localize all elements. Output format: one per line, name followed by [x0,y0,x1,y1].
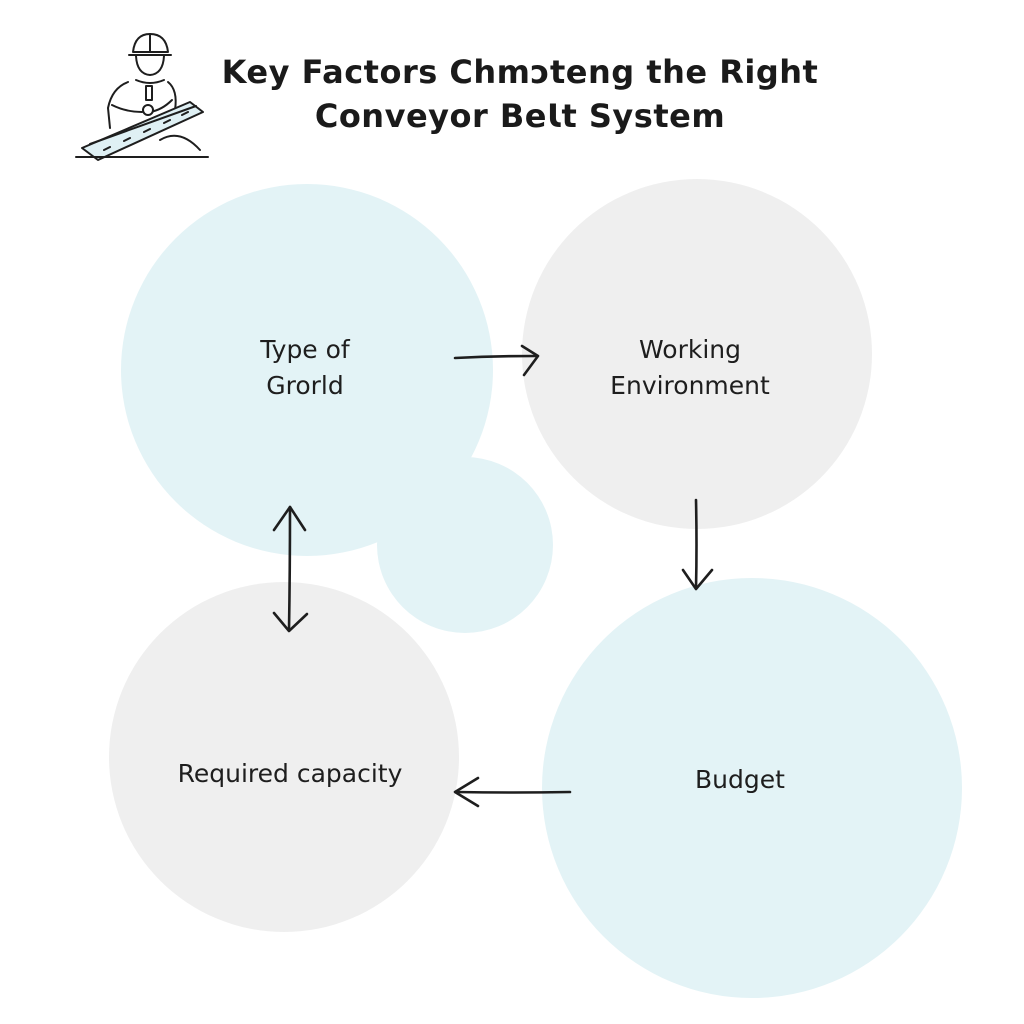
node-budget-label: Budget [695,765,785,794]
arrow-type-to-working [453,344,540,377]
node-required-capacity-label: Required capacity [177,759,403,788]
node-working-environment-circle [522,179,872,529]
title-line-2: Conveyor BeƖt System [314,97,726,135]
arrow-budget-to-capacity [453,776,572,808]
node-type-of-ground-lobe [377,457,553,633]
worker-at-conveyor-icon [75,33,209,161]
node-required-capacity-circle [109,582,459,932]
node-type-of-ground-label: Type of Grorld [260,335,350,400]
title-line-1: Key Factors Chmɔteng the Right [221,53,819,91]
node-type-of-ground-circle [121,184,493,556]
diagram-title: Key Factors Chmɔteng the Right Conveyor … [200,50,840,138]
node-working-environment-label: Working Environment [610,335,770,400]
node-budget-circle [542,578,962,998]
arrow-type-capacity-bidirectional [272,505,309,633]
arrow-working-to-budget [681,498,714,591]
